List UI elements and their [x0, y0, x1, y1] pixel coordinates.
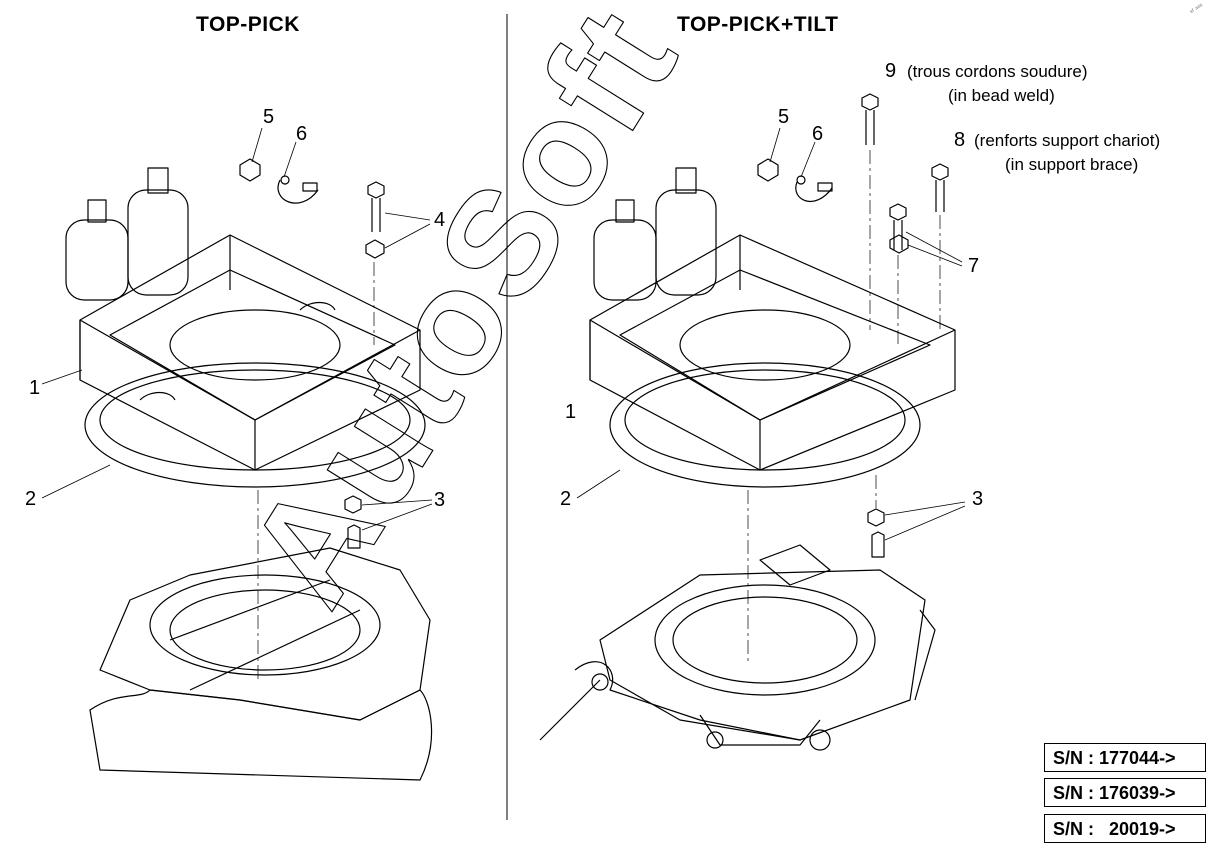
- left-callout-6: 6: [296, 123, 308, 145]
- left-callout-4: 4: [434, 209, 446, 231]
- item9-note-fr: (trous cordons soudure): [907, 62, 1088, 81]
- left-turntable: [84, 362, 426, 488]
- left-fitting-5: [239, 158, 261, 182]
- right-rotator-assembly: [539, 93, 966, 751]
- right-bolt-8: [931, 163, 949, 212]
- right-callout-2: 2: [560, 488, 572, 510]
- left-accumulators: [65, 167, 189, 301]
- left-panel-title: TOP-PICK: [196, 13, 300, 36]
- serial-number-box-1: S/N : 177044->: [1044, 743, 1206, 772]
- right-turntable: [609, 362, 921, 488]
- right-callout-5: 5: [778, 106, 790, 128]
- serial-number-box-3: S/N : 20019->: [1044, 814, 1206, 843]
- left-callout-3: 3: [434, 489, 446, 511]
- right-callout-9: 9: [885, 60, 897, 82]
- serial-number-box-2: S/N : 176039->: [1044, 778, 1206, 807]
- left-bolt-3: [344, 495, 362, 514]
- right-callout-8: 8: [954, 129, 966, 151]
- right-callout-7: 7: [968, 255, 980, 277]
- item8-note-en: (in support brace): [1005, 155, 1139, 174]
- right-panel-title: TOP-PICK+TILT: [677, 13, 839, 36]
- right-bolt-7: [889, 203, 907, 250]
- left-callout-5: 5: [263, 106, 275, 128]
- right-callout-6: 6: [812, 123, 824, 145]
- right-callout-1: 1: [565, 401, 577, 423]
- left-callout-1: 1: [29, 377, 41, 399]
- item9-note-en: (in bead weld): [948, 86, 1055, 105]
- right-tilt-carriage: [599, 569, 926, 741]
- right-bolt-3: [867, 508, 885, 527]
- left-rotator-assembly: [41, 127, 433, 781]
- item8-note-fr: (renforts support chariot): [974, 131, 1161, 150]
- left-hose-6: [277, 179, 319, 204]
- right-callout-3: 3: [972, 488, 984, 510]
- right-fitting-5: [757, 158, 779, 182]
- left-callout-2: 2: [25, 488, 37, 510]
- right-bolt-9: [861, 93, 879, 145]
- right-hose-6: [795, 181, 833, 202]
- watermark-text: AutoSoft: [215, 0, 710, 632]
- right-accumulators: [593, 167, 717, 301]
- left-bolt-4: [367, 181, 385, 232]
